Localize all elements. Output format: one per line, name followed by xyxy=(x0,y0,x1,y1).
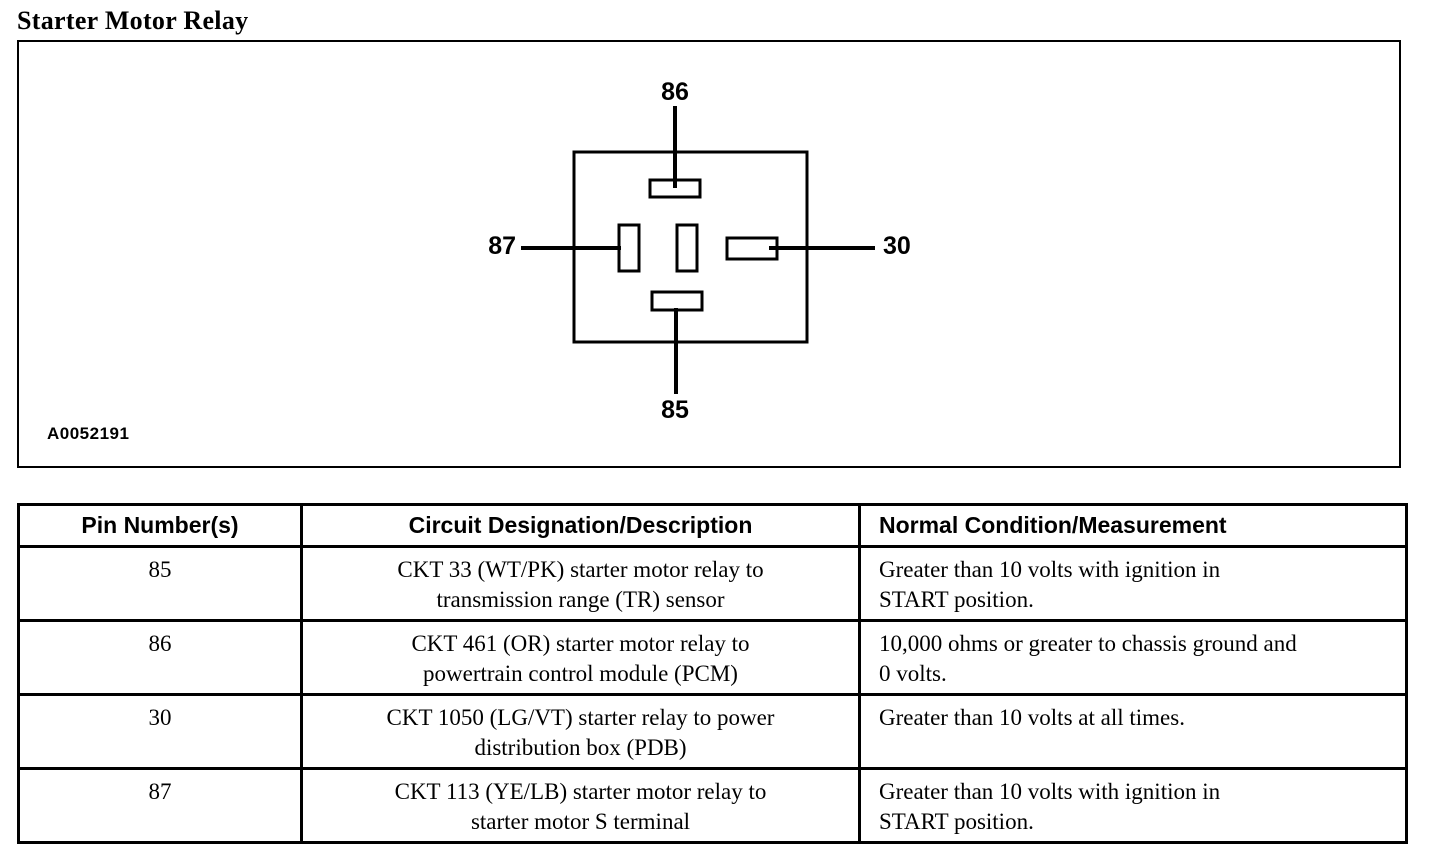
pin-label-87: 87 xyxy=(488,232,516,260)
figure-id: A0052191 xyxy=(47,424,130,443)
pin-cell: 30 xyxy=(17,693,303,770)
header-normal-condition: Normal Condition/Measurement xyxy=(858,503,1408,548)
table-row: 86 CKT 461 (OR) starter motor relay to p… xyxy=(17,619,1408,696)
condition-cell: 10,000 ohms or greater to chassis ground… xyxy=(858,619,1408,696)
condition-cell: Greater than 10 volts with ignition in S… xyxy=(858,767,1408,844)
pin-table: Pin Number(s) Circuit Designation/Descri… xyxy=(17,503,1408,844)
pin-label-30: 30 xyxy=(883,232,911,260)
circuit-cell: CKT 461 (OR) starter motor relay to powe… xyxy=(300,619,861,696)
circuit-cell: CKT 33 (WT/PK) starter motor relay to tr… xyxy=(300,545,861,622)
condition-cell: Greater than 10 volts with ignition in S… xyxy=(858,545,1408,622)
table-row: 30 CKT 1050 (LG/VT) starter relay to pow… xyxy=(17,693,1408,770)
table-header-row: Pin Number(s) Circuit Designation/Descri… xyxy=(17,503,1408,548)
center-terminal xyxy=(675,223,699,273)
table-row: 85 CKT 33 (WT/PK) starter motor relay to… xyxy=(17,545,1408,622)
relay-pinout-figure: 86 87 30 85 A0052191 xyxy=(17,40,1401,468)
pin-cell: 86 xyxy=(17,619,303,696)
pin-87-terminal xyxy=(617,223,641,273)
pin-label-86: 86 xyxy=(661,78,689,106)
page-title: Starter Motor Relay xyxy=(17,6,249,35)
relay-pinout-drawing xyxy=(521,106,875,394)
pin-cell: 85 xyxy=(17,545,303,622)
header-circuit-designation: Circuit Designation/Description xyxy=(300,503,861,548)
condition-cell: Greater than 10 volts at all times. xyxy=(858,693,1408,770)
table-row: 87 CKT 113 (YE/LB) starter motor relay t… xyxy=(17,767,1408,844)
pin-cell: 87 xyxy=(17,767,303,844)
circuit-cell: CKT 113 (YE/LB) starter motor relay to s… xyxy=(300,767,861,844)
pin-85-terminal xyxy=(650,290,704,312)
circuit-cell: CKT 1050 (LG/VT) starter relay to power … xyxy=(300,693,861,770)
pin-label-85: 85 xyxy=(661,396,689,424)
header-pin-numbers: Pin Number(s) xyxy=(17,503,303,548)
